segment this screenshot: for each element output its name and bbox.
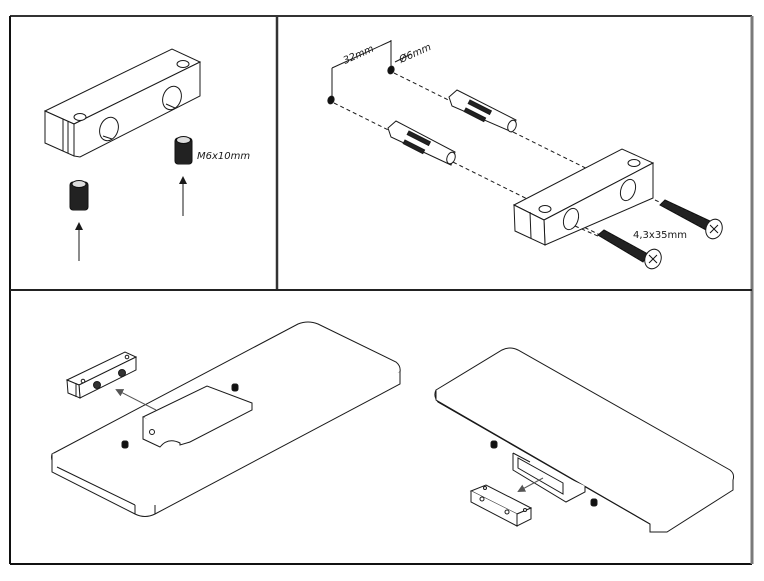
- panel-step-1: [43, 48, 202, 261]
- loose-block: [469, 484, 533, 527]
- set-screw-label: M6x10mm: [197, 151, 250, 162]
- panel-frame: [9, 15, 754, 565]
- bracket-slot: [512, 452, 586, 503]
- hole-diameter-label: Ø6mm: [396, 41, 433, 66]
- set-screw-d: [590, 498, 598, 507]
- set-screw-b: [121, 440, 129, 449]
- mounting-block-wall: [512, 148, 655, 246]
- wood-screw-right: [659, 199, 723, 240]
- panel-step-4: [434, 347, 735, 533]
- removed-block: [65, 351, 138, 399]
- set-screw-right: [174, 136, 193, 165]
- slide-arrow: [517, 477, 544, 492]
- panel-step-2: [327, 40, 723, 270]
- wood-screw-left: [597, 229, 662, 270]
- shelf-bracket: [142, 385, 253, 448]
- set-screw-a: [231, 383, 239, 392]
- wood-screw-label: 4,3x35mm: [633, 230, 687, 241]
- wall-plug-lower: [387, 120, 456, 166]
- dimension-32mm: [331, 40, 412, 98]
- set-screw-left: [69, 180, 89, 211]
- panel-step-3: [51, 321, 401, 517]
- hole-spacing-label: 32mm: [342, 43, 376, 66]
- wall-plug-upper: [448, 89, 517, 133]
- drill-hole-lower: [327, 95, 335, 105]
- remove-arrow: [115, 389, 157, 411]
- drill-hole-upper: [387, 65, 395, 75]
- mounting-block: [43, 48, 202, 158]
- set-screw-c: [490, 440, 498, 449]
- shelf-board-flipped: [434, 347, 735, 533]
